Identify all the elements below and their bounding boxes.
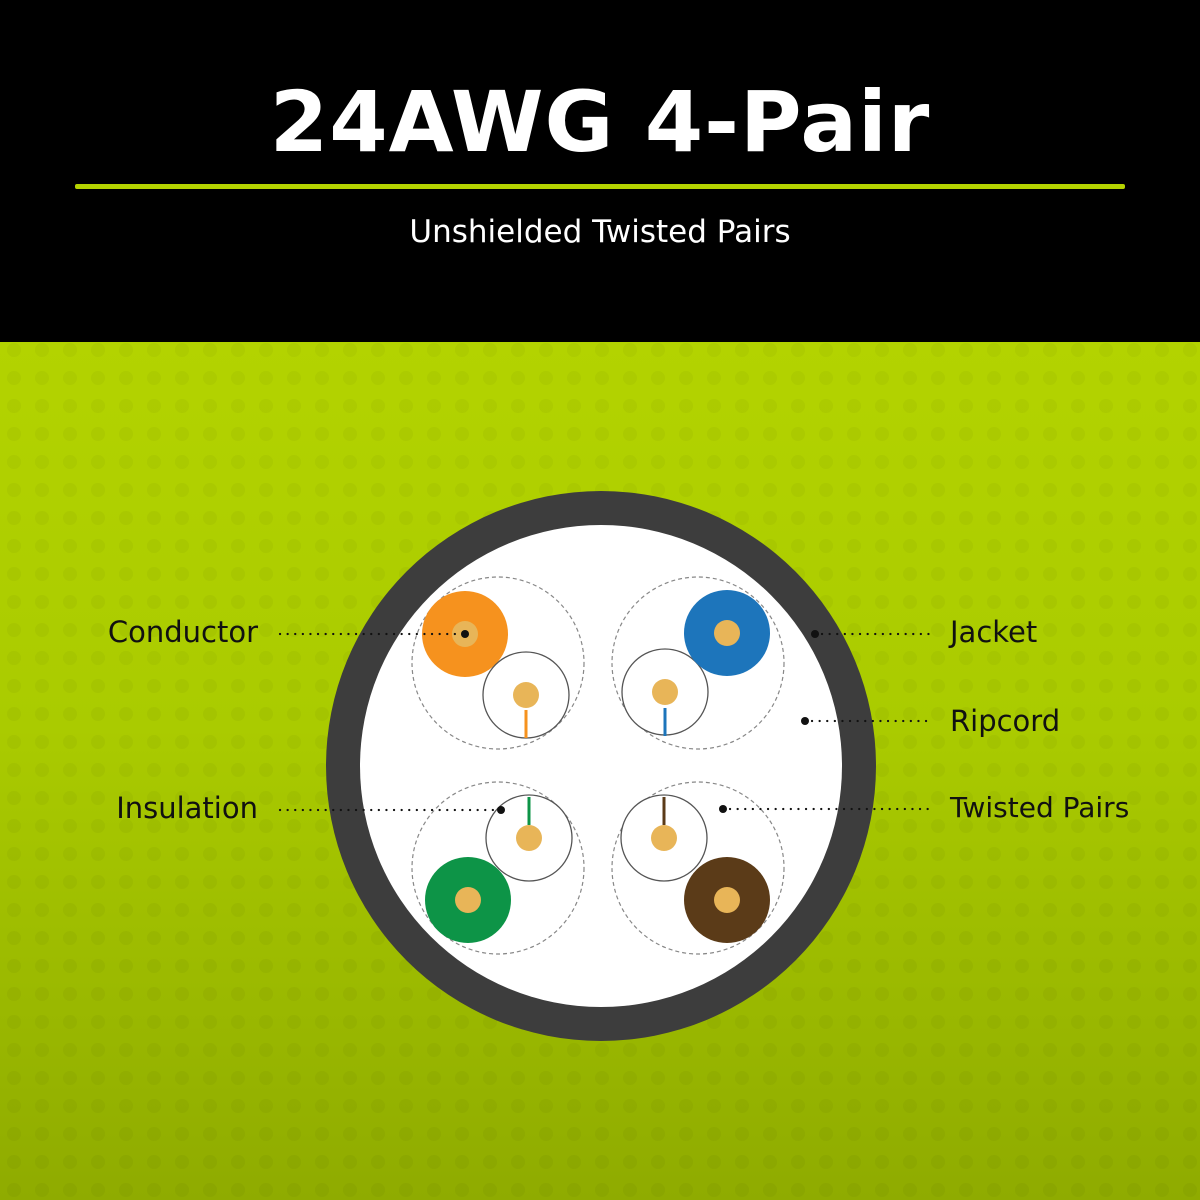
- pair-boundary: [411, 781, 585, 955]
- brown-conductor: [714, 887, 740, 913]
- pair-boundary: [611, 781, 785, 955]
- green-conductor: [455, 887, 481, 913]
- page-subtitle: Unshielded Twisted Pairs: [409, 214, 791, 250]
- jacket-label: Jacket: [950, 615, 1038, 649]
- insulation-pointer-dot: [497, 806, 505, 814]
- diagram-panel: Conductor Insulation Jacket Ripcord Twis…: [0, 342, 1200, 1200]
- jacket-pointer-dot: [811, 630, 819, 638]
- blue-stripe: [663, 708, 667, 736]
- orange-stripe: [524, 710, 528, 738]
- ripcord-pointer-dot: [801, 717, 809, 725]
- ripcord-label: Ripcord: [950, 704, 1061, 738]
- twisted-pairs-pointer-dot: [719, 805, 727, 813]
- brown-stripe: [662, 797, 666, 825]
- conductor-pointer-dot: [461, 630, 469, 638]
- green-white-conductor: [516, 825, 542, 851]
- pair-boundary: [411, 576, 585, 750]
- conductor-label: Conductor: [107, 615, 258, 649]
- cable-cross-section: [0, 342, 1200, 1200]
- blue-conductor: [714, 620, 740, 646]
- green-stripe: [527, 797, 531, 825]
- cable-core: [360, 525, 842, 1007]
- title-divider: [75, 184, 1125, 189]
- orange-white-conductor: [513, 682, 539, 708]
- header-banner: 24AWG 4-Pair Unshielded Twisted Pairs: [0, 0, 1200, 342]
- pair-boundary: [611, 576, 785, 750]
- insulation-label: Insulation: [116, 791, 258, 825]
- blue-white-conductor: [652, 679, 678, 705]
- brown-white-conductor: [651, 825, 677, 851]
- page-title: 24AWG 4-Pair: [269, 73, 931, 171]
- twisted-pairs-label: Twisted Pairs: [950, 791, 1130, 824]
